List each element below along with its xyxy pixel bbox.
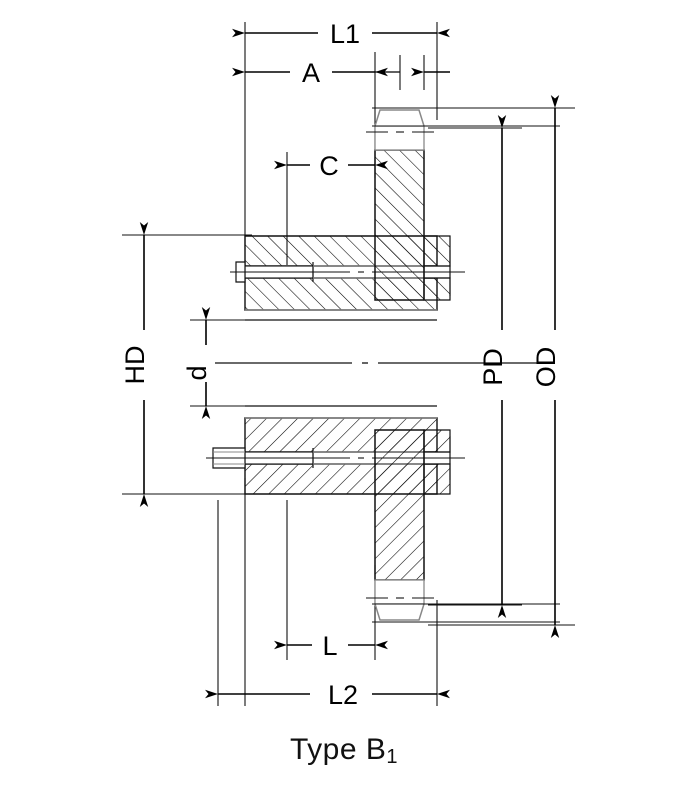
dimension-L: L (274, 631, 388, 661)
dim-label-OD: OD (531, 347, 561, 388)
dim-label-L1: L1 (330, 19, 360, 49)
tooth-bottom (372, 603, 560, 623)
dimension-L2: L2 (205, 500, 450, 710)
dim-label-L2: L2 (328, 680, 358, 710)
dimension-HD: HD (120, 222, 150, 507)
dimension-OD: OD (531, 95, 561, 638)
drawing-caption: Type B1 (0, 733, 688, 768)
dim-label-HD: HD (120, 346, 150, 385)
caption-type-label: Type B (289, 733, 387, 766)
sprocket-plate-upper (374, 125, 425, 301)
dim-label-L: L (322, 631, 337, 661)
tooth-top (372, 107, 560, 127)
dimension-A: A (232, 55, 450, 90)
bore-step-right (423, 235, 451, 495)
dim-label-d: d (182, 365, 212, 380)
dim-label-C: C (319, 151, 339, 181)
sprocket-plate-lower (374, 429, 425, 605)
dim-label-A: A (302, 58, 320, 88)
dimension-C: C (274, 151, 388, 181)
part-geometry (206, 107, 560, 623)
dimension-d: d (182, 307, 212, 419)
caption-subscript: 1 (386, 746, 398, 768)
bore (245, 309, 437, 419)
dimension-L1: L1 (232, 19, 450, 49)
extension-lines (122, 22, 575, 706)
dim-label-PD: PD (478, 348, 508, 386)
dimension-PD: PD (478, 115, 508, 618)
